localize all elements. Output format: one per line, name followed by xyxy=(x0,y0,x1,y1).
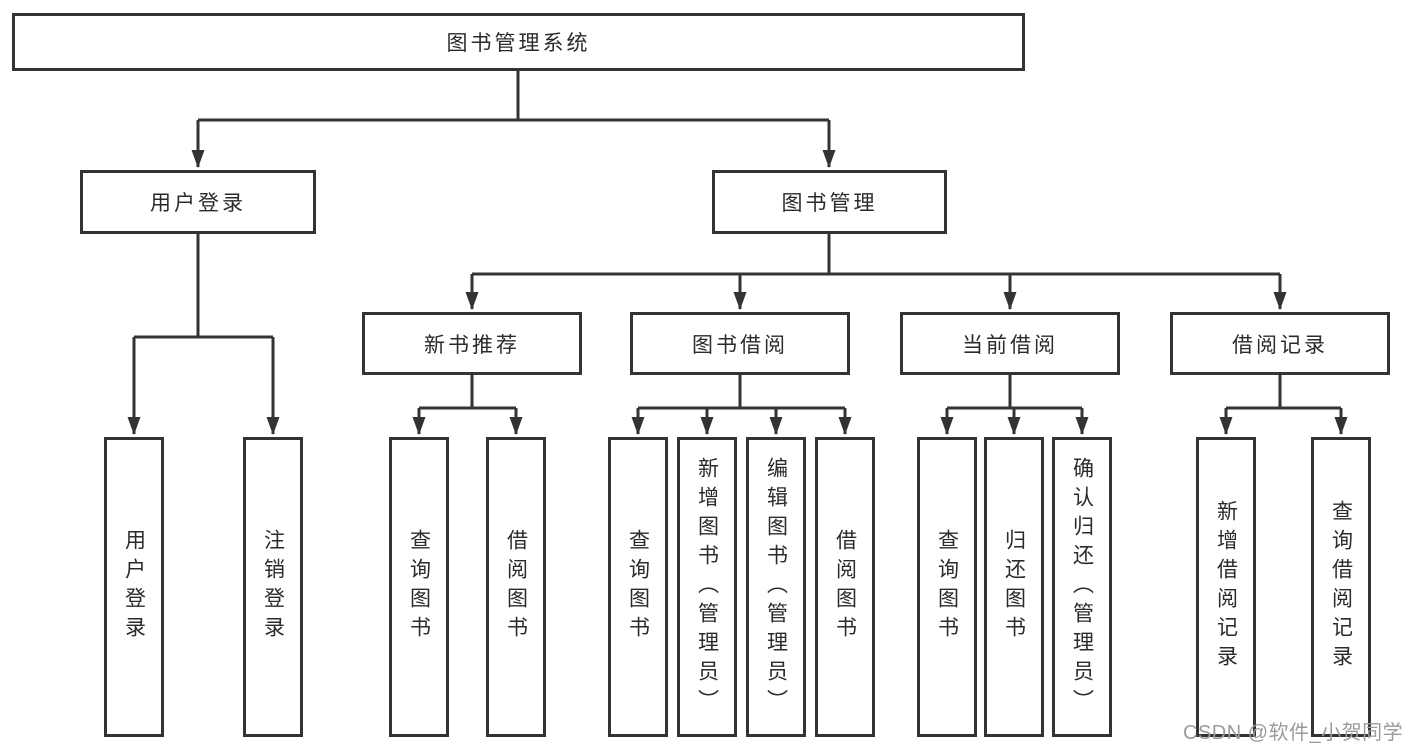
leaf-label: 查询借阅记录 xyxy=(1329,500,1353,674)
leaf-label: 新增借阅记录 xyxy=(1214,500,1238,674)
leaf-query-borrow-record: 查询借阅记录 xyxy=(1311,437,1371,737)
leaf-label: 用户登录 xyxy=(122,529,146,645)
node-new-book-recommend: 新书推荐 xyxy=(362,312,582,375)
leaf-borrow-books: 借阅图书 xyxy=(815,437,875,737)
leaf-label: 确认归还（管理员） xyxy=(1070,456,1094,718)
node-current-borrow: 当前借阅 xyxy=(900,312,1120,375)
node-book-borrow: 图书借阅 xyxy=(630,312,850,375)
leaf-query-books: 查询图书 xyxy=(917,437,977,737)
leaf-logout: 注销登录 xyxy=(243,437,303,737)
leaf-label: 借阅图书 xyxy=(833,529,857,645)
leaf-label: 归还图书 xyxy=(1002,529,1026,645)
leaf-return-books: 归还图书 xyxy=(984,437,1044,737)
csdn-watermark: CSDN @软件_小贺同学 xyxy=(1183,722,1404,744)
leaf-label: 查询图书 xyxy=(407,529,431,645)
leaf-label: 编辑图书（管理员） xyxy=(764,456,788,718)
leaf-query-books: 查询图书 xyxy=(389,437,449,737)
leaf-confirm-return-admin: 确认归还（管理员） xyxy=(1052,437,1112,737)
leaf-label: 查询图书 xyxy=(626,529,650,645)
leaf-edit-books-admin: 编辑图书（管理员） xyxy=(746,437,806,737)
node-user-login: 用户登录 xyxy=(80,170,316,234)
leaf-user-login: 用户登录 xyxy=(104,437,164,737)
leaf-label: 借阅图书 xyxy=(504,529,528,645)
node-root-system: 图书管理系统 xyxy=(12,13,1025,71)
leaf-borrow-books: 借阅图书 xyxy=(486,437,546,737)
leaf-label: 新增图书（管理员） xyxy=(695,456,719,718)
node-borrow-records: 借阅记录 xyxy=(1170,312,1390,375)
leaf-label: 查询图书 xyxy=(935,529,959,645)
leaf-query-books: 查询图书 xyxy=(608,437,668,737)
leaf-add-books-admin: 新增图书（管理员） xyxy=(677,437,737,737)
leaf-add-borrow-record: 新增借阅记录 xyxy=(1196,437,1256,737)
leaf-label: 注销登录 xyxy=(261,529,285,645)
node-book-management: 图书管理 xyxy=(712,170,947,234)
